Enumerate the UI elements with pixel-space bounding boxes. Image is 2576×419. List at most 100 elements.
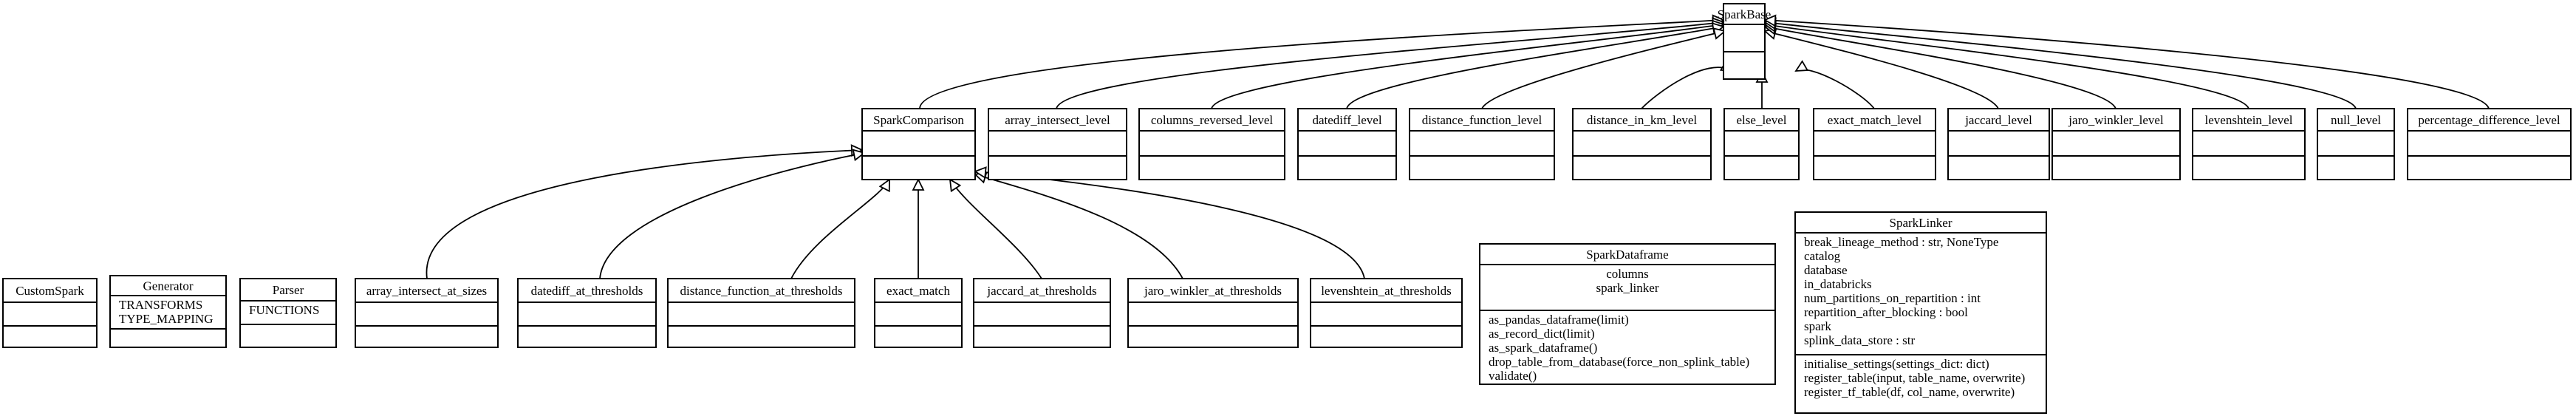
class-name: jaro_winkler_at_thresholds	[1144, 284, 1282, 298]
class-box-distance_function_at_thresholds[interactable]: distance_function_at_thresholds	[667, 278, 855, 348]
class-frame	[1127, 278, 1299, 348]
hollow-triangle-arrowhead-icon	[1794, 60, 1809, 72]
class-box-jaccard_at_thresholds[interactable]: jaccard_at_thresholds	[973, 278, 1111, 348]
class-box-jaro_winkler_level[interactable]: jaro_winkler_level	[2051, 108, 2181, 180]
class-attribute: columns	[1606, 267, 1649, 281]
class-name: levenshtein_level	[2205, 113, 2293, 127]
class-name: columns_reversed_level	[1151, 113, 1273, 127]
class-box-array_intersect_level[interactable]: array_intersect_level	[988, 108, 1127, 180]
class-name: distance_function_level	[1422, 113, 1542, 127]
inheritance-edge-levenshtein_at_thresholds-to-SparkComparison	[973, 166, 1365, 279]
class-box-else_level[interactable]: else_level	[1723, 108, 1800, 180]
class-name: datediff_at_thresholds	[531, 284, 643, 298]
class-box-levenshtein_level[interactable]: levenshtein_level	[2192, 108, 2306, 180]
abstract-method-name: validate	[1489, 369, 1528, 383]
class-attribute: TYPE_MAPPING	[119, 312, 213, 326]
class-method: drop_table_from_database(force_non_splin…	[1489, 355, 1749, 369]
class-box-jaccard_level[interactable]: jaccard_level	[1947, 108, 2050, 180]
class-frame	[109, 275, 227, 348]
inheritance-line	[790, 179, 890, 279]
inheritance-edge-datediff_level-to-SparkBase	[1346, 22, 1725, 109]
inheritance-edge-datediff_at_thresholds-to-SparkComparison	[599, 149, 866, 279]
class-box-jaro_winkler_at_thresholds[interactable]: jaro_winkler_at_thresholds	[1127, 278, 1299, 348]
class-method: register_tf_table(df, col_name, overwrit…	[1804, 385, 2015, 399]
class-box-datediff_at_thresholds[interactable]: datediff_at_thresholds	[517, 278, 657, 348]
inheritance-line	[974, 171, 1365, 279]
class-frame	[239, 278, 337, 348]
class-attribute: repartition_after_blocking : bool	[1804, 305, 1968, 319]
class-frame	[1947, 108, 2050, 180]
inheritance-line	[1795, 69, 1875, 109]
class-box-datediff_level[interactable]: datediff_level	[1297, 108, 1397, 180]
class-frame	[517, 278, 657, 348]
inheritance-edge-exact_match_level-to-SparkBase	[1794, 60, 1875, 109]
method-signature: as_record_dict(limit)	[1489, 327, 1595, 341]
class-box-exact_match_level[interactable]: exact_match_level	[1813, 108, 1936, 180]
method-signature: as_pandas_dataframe(limit)	[1489, 313, 1629, 327]
class-frame	[1479, 243, 1776, 385]
class-name: datediff_level	[1312, 113, 1381, 127]
class-box-levenshtein_at_thresholds[interactable]: levenshtein_at_thresholds	[1310, 278, 1463, 348]
class-frame	[1813, 108, 1936, 180]
inheritance-edge-percentage_difference_level-to-SparkBase	[1763, 14, 2490, 109]
inheritance-line	[919, 19, 1724, 109]
class-frame	[1138, 108, 1285, 180]
inheritance-edge-jaccard_at_thresholds-to-SparkComparison	[949, 178, 1042, 279]
class-box-array_intersect_at_sizes[interactable]: array_intersect_at_sizes	[355, 278, 499, 348]
class-name: null_level	[2331, 113, 2381, 127]
inheritance-line	[1481, 30, 1726, 109]
class-box-distance_in_km_level[interactable]: distance_in_km_level	[1572, 108, 1712, 180]
class-box-SparkDataframe[interactable]: SparkDataframecolumnsspark_linkeras_pand…	[1479, 243, 1776, 385]
hollow-triangle-arrowhead-icon	[949, 178, 962, 193]
class-name: exact_match	[886, 284, 950, 298]
class-box-distance_function_level[interactable]: distance_function_level	[1409, 108, 1555, 180]
method-signature: ()	[1528, 369, 1537, 383]
class-frame	[874, 278, 963, 348]
class-attribute: spark_linker	[1596, 281, 1659, 295]
class-box-CustomSpark[interactable]: CustomSpark	[2, 278, 98, 348]
class-box-SparkComparison[interactable]: SparkComparison	[861, 108, 976, 180]
inheritance-edge-exact_match-to-SparkComparison	[912, 177, 925, 279]
class-name: else_level	[1737, 113, 1787, 127]
hollow-triangle-arrowhead-icon	[1763, 14, 1777, 27]
class-box-SparkBase[interactable]: SparkBase	[1718, 3, 1772, 80]
class-method: validate()	[1489, 369, 1537, 383]
class-method: as_spark_dataframe()	[1489, 341, 1597, 355]
class-box-columns_reversed_level[interactable]: columns_reversed_level	[1138, 108, 1285, 180]
inheritance-line	[1211, 24, 1724, 109]
class-name: jaccard_at_thresholds	[986, 284, 1096, 298]
inheritance-line	[974, 174, 1183, 279]
method-signature: (force_non_splink_table)	[1622, 355, 1749, 369]
inheritance-line	[1764, 24, 2249, 109]
inheritance-line	[1641, 67, 1733, 109]
hollow-triangle-arrowhead-icon	[973, 166, 987, 179]
class-frame	[1723, 108, 1800, 180]
method-signature: register_tf_table(df, col_name, overwrit…	[1804, 385, 2015, 399]
inheritance-line	[949, 179, 1042, 279]
class-box-percentage_difference_level[interactable]: percentage_difference_level	[2407, 108, 2572, 180]
class-name: percentage_difference_level	[2418, 113, 2560, 127]
abstract-method-name: drop_table_from_database	[1489, 355, 1622, 369]
class-method: register_table(input, table_name, overwr…	[1804, 371, 2025, 385]
inheritance-edge-distance_function_at_thresholds-to-SparkComparison	[790, 178, 890, 279]
class-method: initialise_settings(settings_dict: dict)	[1804, 357, 1989, 371]
inheritance-edge-distance_in_km_level-to-SparkBase	[1641, 60, 1734, 109]
class-frame	[2317, 108, 2395, 180]
class-attribute: TRANSFORMS	[119, 298, 202, 312]
inheritance-edges	[426, 14, 2490, 279]
method-signature: register_table(input, table_name, overwr…	[1804, 371, 2025, 385]
inheritance-edge-jaro_winkler_level-to-SparkBase	[1763, 22, 2117, 109]
inheritance-line	[1764, 26, 2117, 109]
class-attribute: database	[1804, 263, 1848, 277]
class-name: SparkBase	[1718, 7, 1772, 21]
inheritance-line	[426, 149, 863, 279]
class-name: array_intersect_at_sizes	[366, 284, 487, 298]
class-box-exact_match[interactable]: exact_match	[874, 278, 963, 348]
class-box-null_level[interactable]: null_level	[2317, 108, 2395, 180]
hollow-triangle-arrowhead-icon	[1712, 27, 1726, 40]
